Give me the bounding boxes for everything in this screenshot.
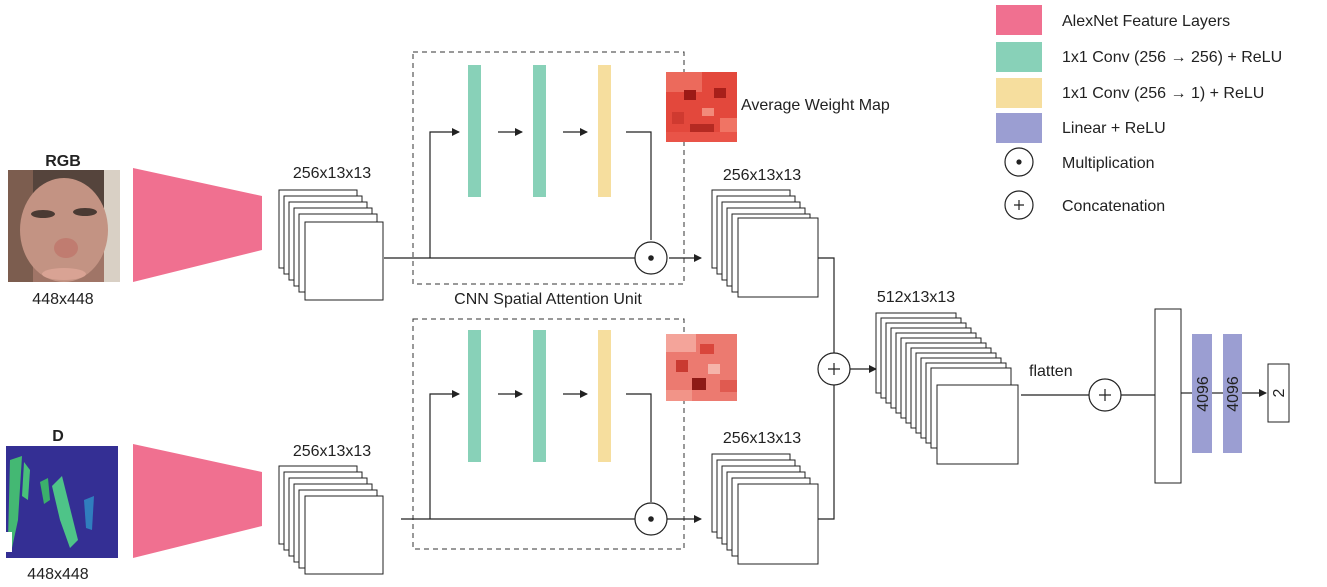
depth-input-label: D [52,428,64,445]
alexnet-depth-block [133,444,262,558]
concat-wires [818,257,877,520]
top-conv256-a [468,65,481,197]
fc-layer-1 [1192,334,1212,453]
bottom-attended-dims: 256x13x13 [723,430,801,447]
attention-unit-label: CNN Spatial Attention Unit [454,291,642,308]
fc-wires [1021,389,1267,397]
legend-label-multiplication: Multiplication [1062,155,1154,172]
depth-input-size: 448x448 [27,566,88,582]
legend-swatch-linear [996,113,1042,143]
fc-layer-2 [1223,334,1242,453]
concat-stack [875,312,1019,465]
bottom-attention-wires [401,390,702,523]
top-feature-dims: 256x13x13 [293,165,371,182]
legend-label-conv256: 1x1 Conv (256 → 256) + ReLU [1062,49,1282,66]
fc-layer-1-units: 4096 [1195,376,1212,412]
bottom-conv256-b [533,330,546,462]
bottom-conv256-a [468,330,481,462]
top-attention-box [412,51,685,285]
bottom-conv1 [598,330,611,462]
legend-label-concatenation: Concatenation [1062,198,1165,215]
top-attended-stack [711,189,819,298]
top-multiplication-icon [634,241,668,275]
top-conv256-b [533,65,546,197]
rgb-input-label: RGB [45,153,81,170]
legend-swatch-conv1 [996,78,1042,108]
alexnet-rgb-block [133,168,262,282]
bottom-attention-box [412,318,685,550]
output-units: 2 [1271,388,1288,397]
top-weight-map [666,72,737,142]
bottom-feature-dims: 256x13x13 [293,443,371,460]
depth-image [6,446,118,558]
fusion-concatenation-icon [1088,378,1122,412]
multiplication-icon [1004,147,1034,177]
concatenation-node-icon [817,352,851,386]
weight-map-label: Average Weight Map [741,97,890,114]
legend-label-linear: Linear + ReLU [1062,120,1166,137]
concatenation-icon [1004,190,1034,220]
flatten-label: flatten [1029,363,1073,380]
fc-layer-2-units: 4096 [1225,376,1242,412]
bottom-feature-stack [278,465,384,575]
bottom-attended-stack [711,453,819,565]
bottom-weight-map [666,334,737,401]
legend-swatch-alexnet [996,5,1042,35]
rgb-face-image [8,170,120,282]
top-attended-dims: 256x13x13 [723,167,801,184]
legend-swatch-conv256 [996,42,1042,72]
top-conv1 [598,65,611,197]
legend: AlexNet Feature Layers 1x1 Conv (256 → 2… [996,5,1282,220]
output-layer [1267,363,1290,423]
legend-label-alexnet: AlexNet Feature Layers [1062,13,1230,30]
top-attention-wires [384,128,702,262]
legend-label-conv1: 1x1 Conv (256 → 1) + ReLU [1062,85,1264,102]
bottom-multiplication-icon [634,502,668,536]
top-feature-stack [278,189,384,301]
concat-dims: 512x13x13 [877,289,955,306]
rgb-input-size: 448x448 [32,291,93,308]
flattened-vector [1154,308,1182,484]
